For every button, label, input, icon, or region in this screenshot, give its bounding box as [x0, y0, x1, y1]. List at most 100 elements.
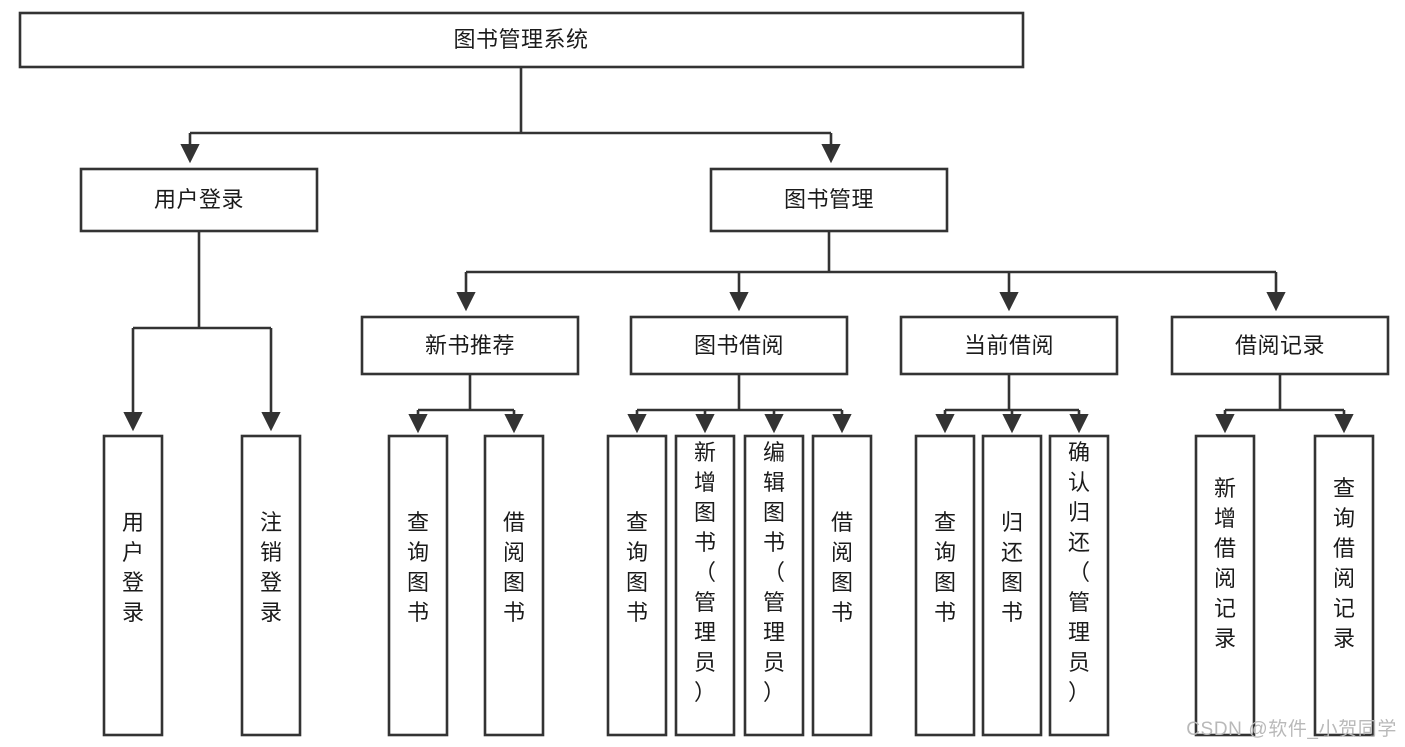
leaf-char: ） [694, 680, 716, 705]
leaf-char: 归 [1068, 500, 1090, 525]
connector-current-borrow-to-leaves [935, 374, 1089, 434]
leaf-char: 询 [1333, 506, 1355, 531]
leaf-char: 阅 [1333, 566, 1355, 591]
leaf-box [981, 434, 1043, 737]
leaf-label: 确认归还（管理员） [1068, 440, 1090, 705]
leaf-char: 增 [1214, 506, 1236, 531]
leaf-user-login: 用户登录 [102, 434, 164, 737]
root-box [18, 11, 1025, 69]
leaf-char: 阅 [831, 540, 853, 565]
leaf-label: 借阅图书 [503, 510, 525, 625]
connector-borrow-record-to-leaves [1215, 374, 1354, 434]
leaf-char: 户 [122, 540, 144, 565]
leaf-label: 注销登录 [260, 510, 282, 625]
current-borrow-label: 当前借阅 [964, 333, 1054, 358]
book-management-box [709, 167, 949, 233]
leaf-char: 新 [1214, 476, 1236, 501]
node-current-borrow: 当前借阅 [899, 315, 1119, 376]
leaf-char: 书 [626, 600, 648, 625]
leaf-box [914, 434, 976, 737]
leaf-char: 图 [503, 570, 525, 595]
leaf-char: 登 [260, 570, 282, 595]
leaf-char: 书 [831, 600, 853, 625]
leaf-br-query-record: 查询借阅记录 [1313, 434, 1375, 737]
new-book-label: 新书推荐 [425, 333, 515, 358]
leaf-char: 辑 [763, 470, 785, 495]
leaf-char: 录 [1333, 626, 1355, 651]
node-root: 图书管理系统 [18, 11, 1025, 69]
leaf-label: 查询图书 [626, 510, 648, 625]
leaf-char: 图 [407, 570, 429, 595]
leaf-logout: 注销登录 [240, 434, 302, 737]
leaf-char: 员 [763, 650, 785, 675]
leaf-char: 认 [1068, 470, 1090, 495]
leaf-box [1313, 434, 1375, 737]
leaf-nb-query-book: 查询图书 [387, 434, 449, 737]
leaf-char: 理 [694, 620, 716, 645]
leaf-char: 询 [407, 540, 429, 565]
book-management-label: 图书管理 [784, 187, 874, 212]
leaf-box [743, 434, 805, 737]
connector-new-book-to-leaves [408, 374, 524, 434]
leaf-char: （ [1068, 560, 1090, 585]
leaf-label: 新增借阅记录 [1214, 476, 1236, 651]
leaf-char: 询 [626, 540, 648, 565]
leaf-char: 阅 [1214, 566, 1236, 591]
borrow-record-label: 借阅记录 [1235, 333, 1325, 358]
leaf-box [1048, 434, 1110, 737]
leaf-char: 销 [260, 540, 282, 565]
leaf-label: 编辑图书（管理员） [763, 440, 785, 705]
leaf-box [102, 434, 164, 737]
root-label: 图书管理系统 [453, 27, 588, 52]
leaf-char: 借 [831, 510, 853, 535]
leaf-char: 增 [694, 470, 716, 495]
leaf-bb-add-book: 新增图书（管理员） [674, 434, 736, 737]
leaf-char: 图 [934, 570, 956, 595]
leaf-char: 登 [122, 570, 144, 595]
leaf-label: 用户登录 [122, 510, 144, 625]
leaf-char: 图 [694, 500, 716, 525]
leaf-char: 记 [1333, 596, 1355, 621]
csdn-watermark: CSDN @软件_小贺同学 [1186, 719, 1397, 740]
leaf-char: ） [1068, 680, 1090, 705]
node-user-login: 用户登录 [79, 167, 319, 233]
leaf-char: 理 [763, 620, 785, 645]
leaf-char: 图 [626, 570, 648, 595]
leaf-box [483, 434, 545, 737]
leaf-char: 借 [1214, 536, 1236, 561]
leaf-box [387, 434, 449, 737]
leaf-char: 书 [763, 530, 785, 555]
leaf-char: 注 [260, 510, 282, 535]
leaf-char: 还 [1068, 530, 1090, 555]
leaf-char: 管 [1068, 590, 1090, 615]
leaf-char: 书 [934, 600, 956, 625]
leaf-char: 借 [1333, 536, 1355, 561]
new-book-box [360, 315, 580, 376]
node-new-book-recommend: 新书推荐 [360, 315, 580, 376]
leaf-char: 书 [503, 600, 525, 625]
leaf-box [606, 434, 668, 737]
leaf-char: 书 [407, 600, 429, 625]
leaf-cb-return-book: 归还图书 [981, 434, 1043, 737]
leaf-char: 管 [694, 590, 716, 615]
connector-book-mgmt-to-level3 [456, 231, 1286, 312]
leaf-label: 借阅图书 [831, 510, 853, 625]
leaf-char: 还 [1001, 540, 1023, 565]
leaf-label: 查询图书 [934, 510, 956, 625]
leaf-label: 归还图书 [1001, 510, 1023, 625]
connector-user-login-to-leaves [123, 231, 281, 432]
leaf-char: 录 [1214, 626, 1236, 651]
leaf-cb-query-book: 查询图书 [914, 434, 976, 737]
connector-book-borrow-to-leaves [627, 374, 852, 434]
leaf-char: 图 [831, 570, 853, 595]
leaf-char: 书 [694, 530, 716, 555]
leaf-char: 理 [1068, 620, 1090, 645]
leaf-char: 记 [1214, 596, 1236, 621]
leaf-char: 图 [763, 500, 785, 525]
leaf-char: 录 [122, 600, 144, 625]
leaf-char: ） [763, 680, 785, 705]
leaf-char: 查 [1333, 476, 1355, 501]
leaf-box [240, 434, 302, 737]
